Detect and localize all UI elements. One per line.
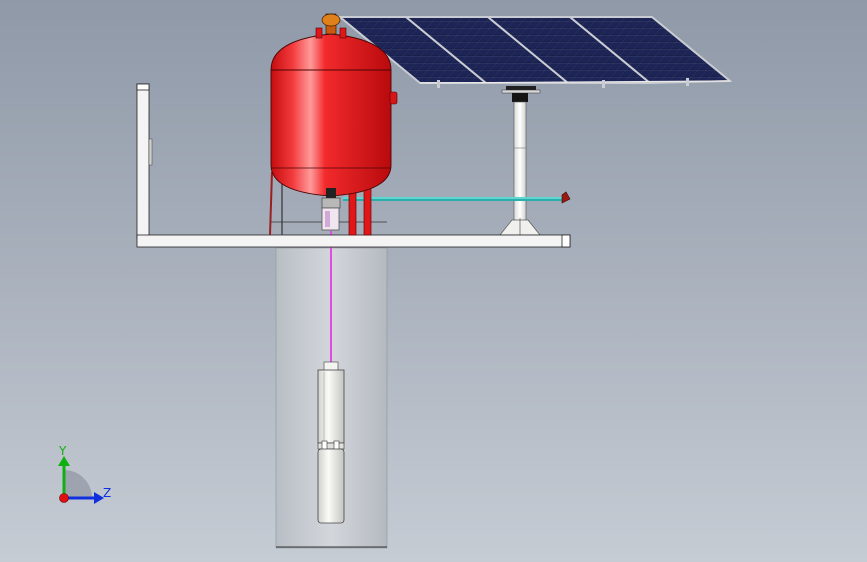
outlet-pipe[interactable] <box>343 197 562 201</box>
y-axis-label: Y <box>58 444 67 458</box>
z-axis-label: Z <box>103 486 111 500</box>
triad-quadrant-arc <box>64 470 92 498</box>
coordinate-triad: Y Z <box>58 444 111 504</box>
mounting-frame[interactable] <box>136 83 571 248</box>
submersible-pump[interactable] <box>317 361 345 524</box>
valve-icon[interactable] <box>561 191 571 204</box>
pressure-tank[interactable] <box>269 13 398 236</box>
solar-panel-array[interactable] <box>337 16 733 88</box>
solar-support-pole[interactable] <box>499 86 541 236</box>
